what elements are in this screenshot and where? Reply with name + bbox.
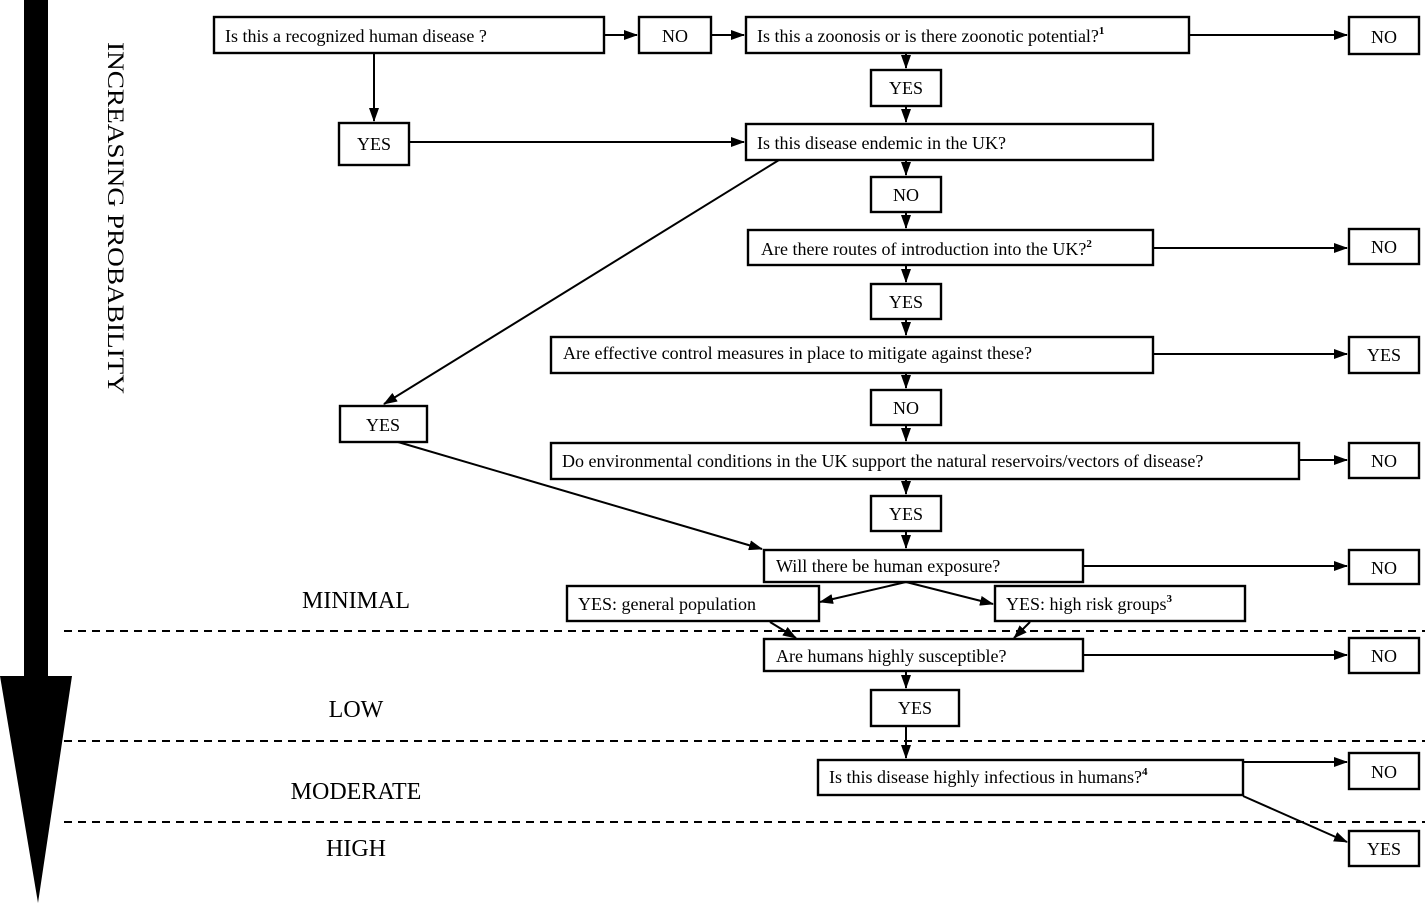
answer-no-3-text: NO (893, 185, 919, 205)
footnote-3: 3 (1167, 593, 1173, 605)
level-low: LOW (329, 697, 384, 723)
answer-no-7-text: NO (1371, 558, 1397, 578)
box-susceptible-text: Are humans highly susceptible? (776, 646, 1006, 666)
answer-yes-4-text: YES (1367, 345, 1401, 365)
answer-yes-6-text: YES (889, 504, 923, 524)
answer-yes-2-text: YES (357, 134, 391, 154)
footnote-1: 1 (1099, 25, 1105, 37)
answer-no-4: NO (1347, 227, 1421, 266)
answer-no-2-text: NO (1371, 27, 1397, 47)
answer-no-8: NO (1347, 636, 1421, 675)
edge-general-susceptible (769, 621, 797, 639)
answer-yes-7-text: YES (898, 698, 932, 718)
box-endemic: Is this disease endemic in the UK? (744, 122, 1155, 162)
answer-no-9-text: NO (1371, 762, 1397, 782)
level-high: HIGH (326, 836, 386, 862)
answer-no-1: NO (637, 15, 713, 55)
box-environment: Do environmental conditions in the UK su… (549, 441, 1301, 481)
box-control: Are effective control measures in place … (549, 335, 1155, 375)
answer-no-1-text: NO (662, 26, 688, 46)
box-high-risk-text: YES: high risk groups3 (1006, 593, 1173, 614)
box-routes-label: Are there routes of introduction into th… (761, 239, 1086, 259)
box-control-text: Are effective control measures in place … (563, 343, 1032, 363)
level-minimal: MINIMAL (302, 588, 410, 614)
box-zoonosis: Is this a zoonosis or is there zoonotic … (744, 15, 1191, 55)
answer-no-2: NO (1347, 15, 1421, 56)
box-recognized-text: Is this a recognized human disease ? (225, 26, 487, 46)
answer-yes-6: YES (869, 494, 943, 533)
box-susceptible: Are humans highly susceptible? (762, 637, 1085, 673)
answer-no-5: NO (869, 388, 943, 427)
footnote-4: 4 (1142, 766, 1148, 778)
box-exposure-text: Will there be human exposure? (776, 556, 1000, 576)
answer-yes-8-text: YES (1367, 839, 1401, 859)
probability-arrow (0, 0, 72, 903)
edge-highrisk-susceptible (1013, 621, 1031, 639)
box-general-population: YES: general population (565, 584, 821, 623)
answer-no-8-text: NO (1371, 646, 1397, 666)
footnote-2: 2 (1086, 238, 1092, 250)
level-moderate: MODERATE (291, 779, 422, 805)
answer-yes-5-text: YES (366, 415, 400, 435)
box-infectious: Is this disease highly infectious in hum… (816, 758, 1245, 797)
box-infectious-text: Is this disease highly infectious in hum… (829, 766, 1148, 787)
answer-no-4-text: NO (1371, 237, 1397, 257)
answer-yes-1-text: YES (889, 78, 923, 98)
box-environment-text: Do environmental conditions in the UK su… (562, 451, 1203, 471)
answer-yes-7: YES (869, 688, 961, 728)
answer-no-7: NO (1347, 548, 1421, 586)
answer-yes-5: YES (338, 404, 429, 444)
answer-yes-8: YES (1347, 829, 1421, 868)
box-endemic-text: Is this disease endemic in the UK? (757, 133, 1006, 153)
edge-exposure-general (819, 581, 907, 604)
edge-infectious-yes (1242, 795, 1348, 843)
answer-no-9: NO (1347, 751, 1421, 791)
box-infectious-label: Is this disease highly infectious in hum… (829, 767, 1142, 787)
answer-yes-3-text: YES (889, 292, 923, 312)
edge-endemic-yes-exposure (397, 441, 763, 551)
answer-yes-4: YES (1347, 335, 1421, 375)
answer-yes-2: YES (337, 121, 411, 167)
box-recognized: Is this a recognized human disease ? (212, 15, 606, 55)
answer-yes-3: YES (869, 282, 943, 321)
box-exposure: Will there be human exposure? (762, 548, 1085, 584)
answer-no-5-text: NO (893, 398, 919, 418)
box-zoonosis-label: Is this a zoonosis or is there zoonotic … (757, 26, 1099, 46)
connectors (369, 30, 1348, 843)
answer-no-3: NO (869, 175, 943, 214)
edge-endemic-yes (383, 159, 780, 405)
answer-no-6: NO (1347, 441, 1421, 480)
box-routes: Are there routes of introduction into th… (746, 228, 1155, 267)
axis-label: INCREASING PROBABILITY (103, 42, 128, 394)
box-high-risk-label: YES: high risk groups (1006, 594, 1167, 614)
box-routes-text: Are there routes of introduction into th… (761, 238, 1092, 259)
answer-no-6-text: NO (1371, 451, 1397, 471)
answer-yes-1: YES (869, 68, 943, 108)
box-high-risk: YES: high risk groups3 (993, 584, 1247, 623)
box-general-population-text: YES: general population (578, 594, 756, 614)
edge-exposure-highrisk (905, 581, 994, 606)
box-zoonosis-text: Is this a zoonosis or is there zoonotic … (757, 25, 1104, 46)
